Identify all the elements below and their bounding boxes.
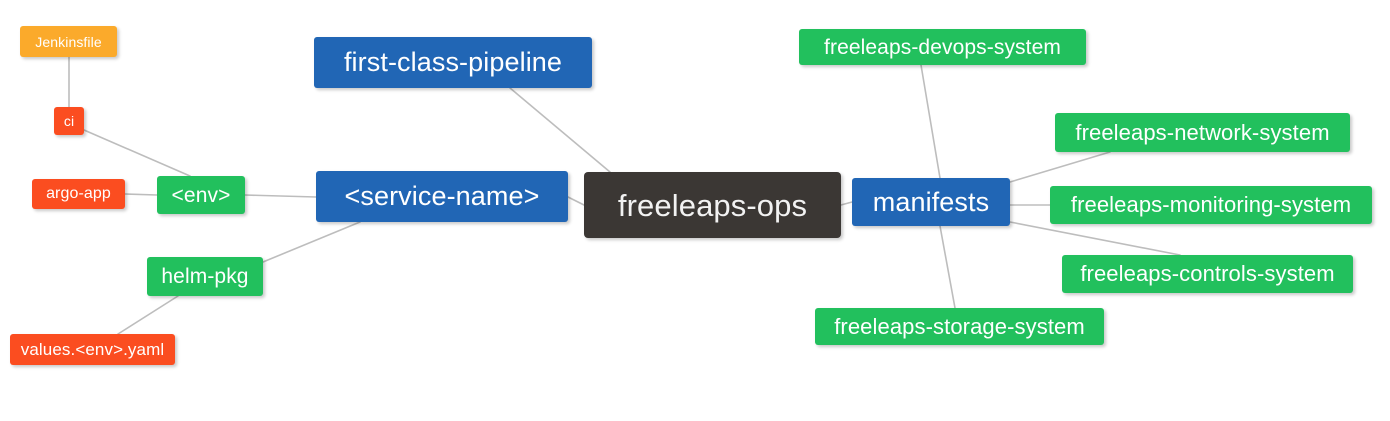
mindmap-node-manifests[interactable]: manifests [852,178,1010,226]
mindmap-node-storage[interactable]: freeleaps-storage-system [815,308,1104,345]
mindmap-node-pipeline[interactable]: first-class-pipeline [314,37,592,88]
edge-svc-to-env [244,194,317,198]
edge-manifests-to-network [1009,151,1111,183]
edge-env-to-argoapp [124,193,158,196]
edge-root-to-pipeline [509,87,611,173]
mindmap-node-network[interactable]: freeleaps-network-system [1055,113,1350,152]
mindmap-node-valuesyaml[interactable]: values.<env>.yaml [10,334,175,365]
edge-helmpkg-to-valuesyaml [117,295,179,335]
mindmap-node-controls[interactable]: freeleaps-controls-system [1062,255,1353,293]
edge-manifests-to-controls [1009,221,1181,256]
edge-root-to-svc [567,196,585,206]
edge-env-to-ci [83,129,191,177]
mindmap-node-helmpkg[interactable]: helm-pkg [147,257,263,296]
mindmap-node-argoapp[interactable]: argo-app [32,179,125,209]
edge-svc-to-helmpkg [262,221,361,263]
mindmap-node-devops[interactable]: freeleaps-devops-system [799,29,1086,65]
mindmap-node-env[interactable]: <env> [157,176,245,214]
mindmap-node-root[interactable]: freeleaps-ops [584,172,841,238]
mindmap-node-jenkins[interactable]: Jenkinsfile [20,26,117,57]
edge-root-to-manifests [840,201,853,206]
mindmap-node-ci[interactable]: ci [54,107,84,135]
edge-manifests-to-devops [920,64,941,179]
mindmap-node-svc[interactable]: <service-name> [316,171,568,222]
mindmap-node-monitoring[interactable]: freeleaps-monitoring-system [1050,186,1372,224]
edge-manifests-to-storage [939,225,956,309]
